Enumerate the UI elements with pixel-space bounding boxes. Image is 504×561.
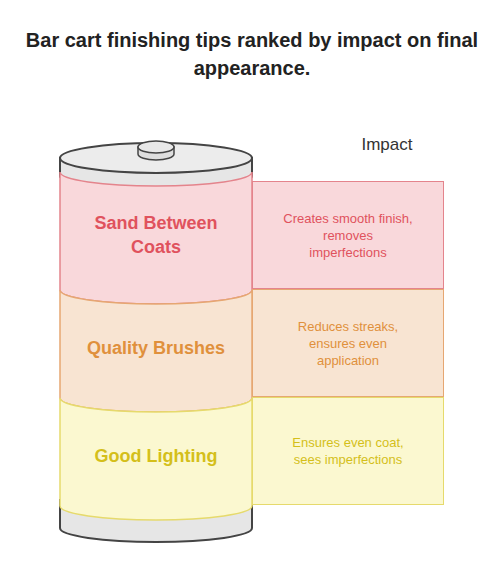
cylinder-band: Quality Brushes: [60, 290, 252, 398]
cylinder-nub-top: [138, 141, 174, 153]
impact-text: Reduces streaks, ensures even applicatio…: [283, 318, 413, 369]
impact-text: Creates smooth finish, removes imperfect…: [283, 210, 413, 261]
axis-label: Impact: [361, 135, 412, 155]
impact-text: Ensures even coat, sees imperfections: [283, 434, 413, 468]
band-outline: [60, 290, 252, 412]
band-outline: [60, 398, 252, 520]
cylinder-band: Sand Between Coats: [60, 172, 252, 290]
impact-box: Creates smooth finish, removes imperfect…: [252, 181, 444, 289]
band-label: Sand Between Coats: [81, 211, 231, 259]
cylinder-band: Good Lighting: [60, 398, 252, 506]
impact-box: Ensures even coat, sees imperfections: [252, 397, 444, 505]
band-outline: [60, 172, 252, 304]
band-label: Quality Brushes: [87, 336, 225, 360]
title: Bar cart finishing tips ranked by impact…: [17, 26, 487, 82]
band-label: Good Lighting: [95, 444, 218, 468]
impact-box: Reduces streaks, ensures even applicatio…: [252, 289, 444, 397]
